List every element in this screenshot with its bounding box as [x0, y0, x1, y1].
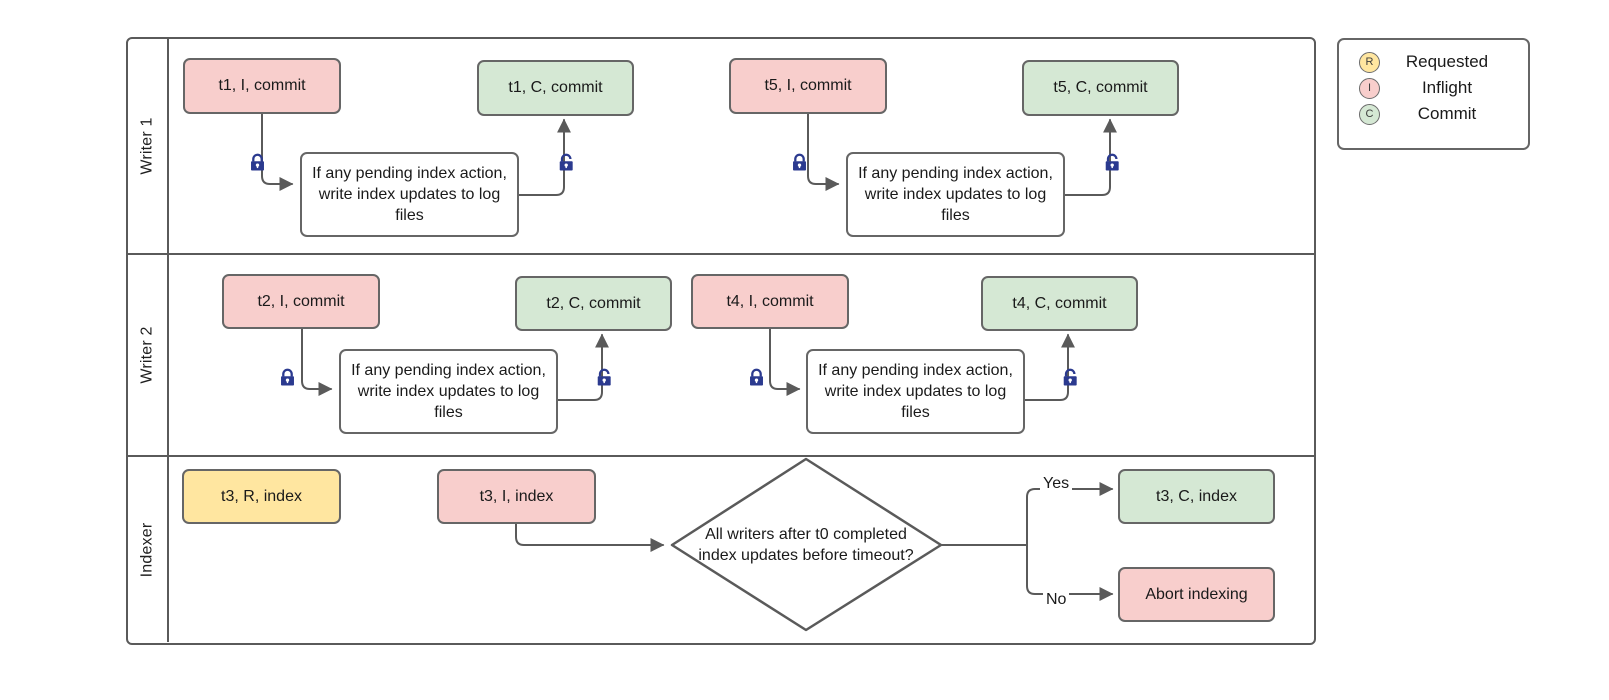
- node-t1-inflight[interactable]: t1, I, commit: [183, 58, 341, 114]
- node-writer2-process-a[interactable]: If any pending index action, write index…: [339, 349, 558, 434]
- lock-closed-icon: [277, 367, 298, 389]
- legend-item-inflight: I Inflight: [1359, 75, 1516, 101]
- badge-requested-icon: R: [1359, 51, 1380, 73]
- edge-label-yes: Yes: [1040, 475, 1073, 493]
- lane-header-indexer: Indexer: [128, 457, 169, 642]
- lane-label-writer-2: Writer 2: [138, 326, 156, 384]
- lock-open-icon: [1059, 367, 1080, 389]
- node-t2-inflight[interactable]: t2, I, commit: [222, 274, 380, 329]
- legend-label-commit: Commit: [1417, 104, 1477, 123]
- node-t5-commit[interactable]: t5, C, commit: [1022, 60, 1179, 116]
- lock-open-icon: [555, 152, 576, 174]
- badge-inflight-icon: I: [1359, 77, 1380, 99]
- legend-item-requested: R Requested: [1359, 49, 1516, 75]
- lock-closed-icon: [247, 152, 268, 174]
- lane-label-indexer: Indexer: [138, 522, 156, 577]
- legend-label-requested: Requested: [1405, 52, 1489, 71]
- node-writer1-process-a[interactable]: If any pending index action, write index…: [300, 152, 519, 237]
- lock-open-icon: [593, 367, 614, 389]
- node-abort-indexing[interactable]: Abort indexing: [1118, 567, 1275, 622]
- node-t3-commit[interactable]: t3, C, index: [1118, 469, 1275, 524]
- node-t5-inflight[interactable]: t5, I, commit: [729, 58, 887, 114]
- lock-closed-icon: [746, 367, 767, 389]
- lane-header-writer-1: Writer 1: [128, 39, 169, 253]
- lane-label-writer-1: Writer 1: [138, 117, 156, 175]
- edge-label-no: No: [1043, 591, 1070, 609]
- node-decision-timeout[interactable]: All writers after t0 completed index upd…: [698, 525, 914, 564]
- node-writer1-process-b[interactable]: If any pending index action, write index…: [846, 152, 1065, 237]
- node-t1-commit[interactable]: t1, C, commit: [477, 60, 634, 116]
- node-writer2-process-b[interactable]: If any pending index action, write index…: [806, 349, 1025, 434]
- lock-closed-icon: [789, 152, 810, 174]
- node-t4-commit[interactable]: t4, C, commit: [981, 276, 1138, 331]
- lane-writer-2: Writer 2: [128, 255, 1314, 457]
- legend-panel: R Requested I Inflight C Commit: [1337, 38, 1530, 150]
- node-t3-requested[interactable]: t3, R, index: [182, 469, 341, 524]
- lock-open-icon: [1101, 152, 1122, 174]
- swimlane-pool: Writer 1 Writer 2 Indexer: [126, 37, 1316, 645]
- legend-label-inflight: Inflight: [1421, 78, 1473, 97]
- lane-indexer: Indexer: [128, 457, 1314, 642]
- node-t3-inflight[interactable]: t3, I, index: [437, 469, 596, 524]
- badge-commit-icon: C: [1359, 103, 1380, 125]
- node-t4-inflight[interactable]: t4, I, commit: [691, 274, 849, 329]
- legend-item-commit: C Commit: [1359, 101, 1516, 127]
- lane-header-writer-2: Writer 2: [128, 255, 169, 455]
- lane-writer-1: Writer 1: [128, 39, 1314, 255]
- node-t2-commit[interactable]: t2, C, commit: [515, 276, 672, 331]
